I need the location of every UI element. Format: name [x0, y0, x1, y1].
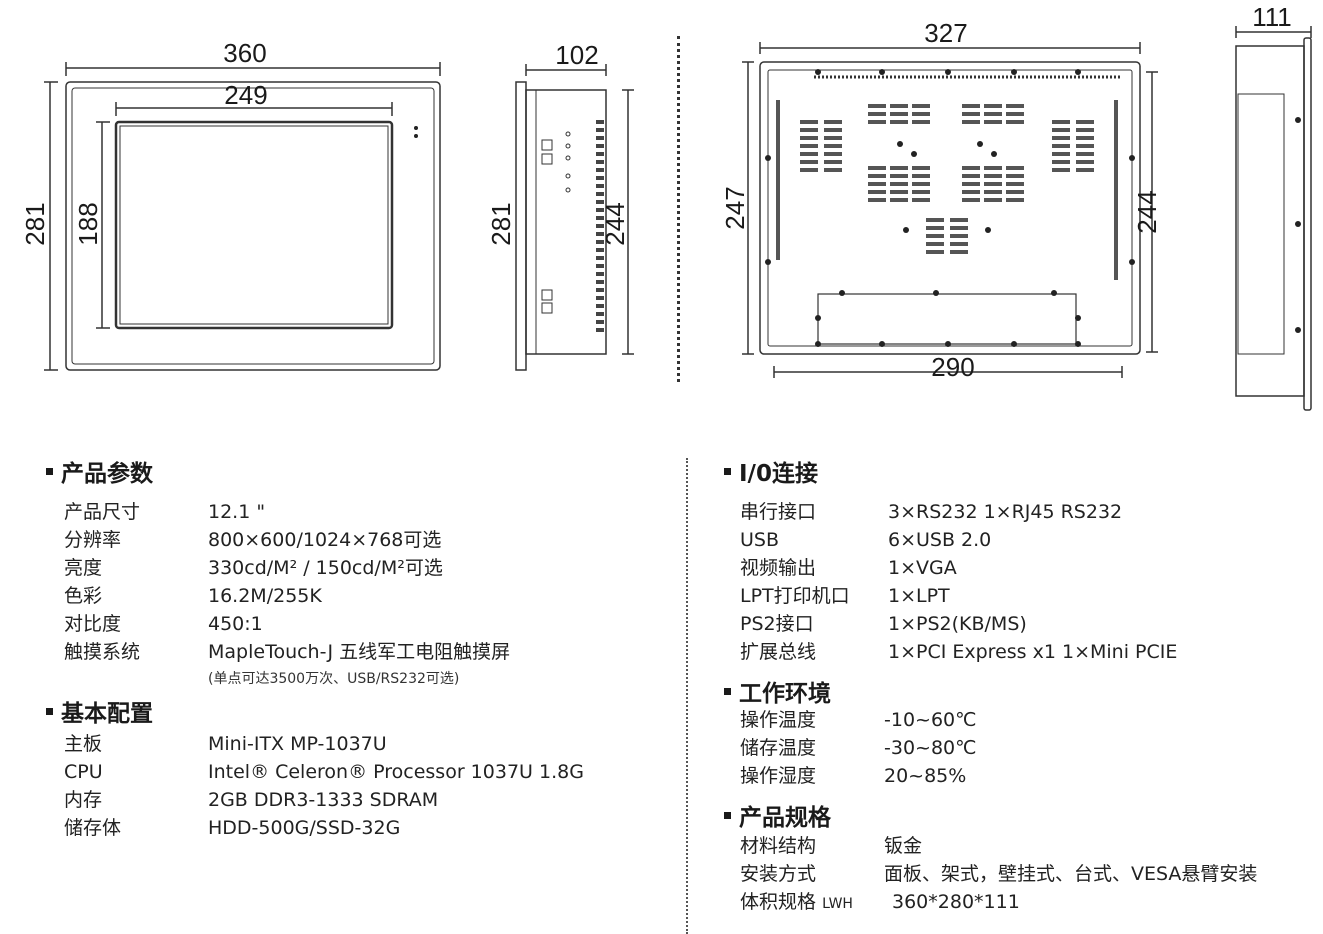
- product-params-title: 产品参数: [46, 454, 153, 488]
- side-right-depth-label: 111: [1252, 2, 1292, 32]
- front-bezel: [65, 81, 441, 371]
- side-depth-label: 102: [555, 40, 598, 70]
- side-bezel: [515, 81, 527, 371]
- environment-title: 工作环境: [724, 674, 831, 708]
- technical-drawings: 360 249 281 188 102 281 244 327 247 244 …: [20, 2, 1312, 411]
- volume-unit: LWH: [822, 896, 853, 912]
- back-inner-height-label: 244: [1132, 190, 1162, 233]
- front-screen-height-label: 188: [73, 202, 103, 245]
- back-width-label: 327: [924, 18, 967, 48]
- touch-note: (单点可达3500万次、USB/RS232可选): [208, 671, 460, 687]
- back-height-label: 247: [720, 186, 750, 229]
- basic-config-title: 基本配置: [46, 694, 153, 728]
- spec-divider: [686, 458, 688, 934]
- side-right-body: [1235, 45, 1305, 397]
- back-frame: [759, 61, 1141, 355]
- drawing-divider: [677, 36, 680, 382]
- side-inner-height-label: 244: [600, 202, 630, 245]
- front-height-label: 281: [20, 202, 50, 245]
- side-fins: [596, 120, 604, 332]
- side-height-label: 281: [486, 202, 516, 245]
- front-width-label: 360: [223, 38, 266, 68]
- io-panel: [817, 293, 1077, 345]
- screw-dots: [414, 69, 1301, 347]
- io-title: I/0连接: [724, 454, 818, 488]
- back-bottom-width-label: 290: [931, 352, 974, 382]
- front-screen: [114, 120, 394, 330]
- spec-title: 产品规格: [724, 798, 831, 832]
- back-vents: [776, 100, 1118, 280]
- front-screen-width-label: 249: [224, 80, 267, 110]
